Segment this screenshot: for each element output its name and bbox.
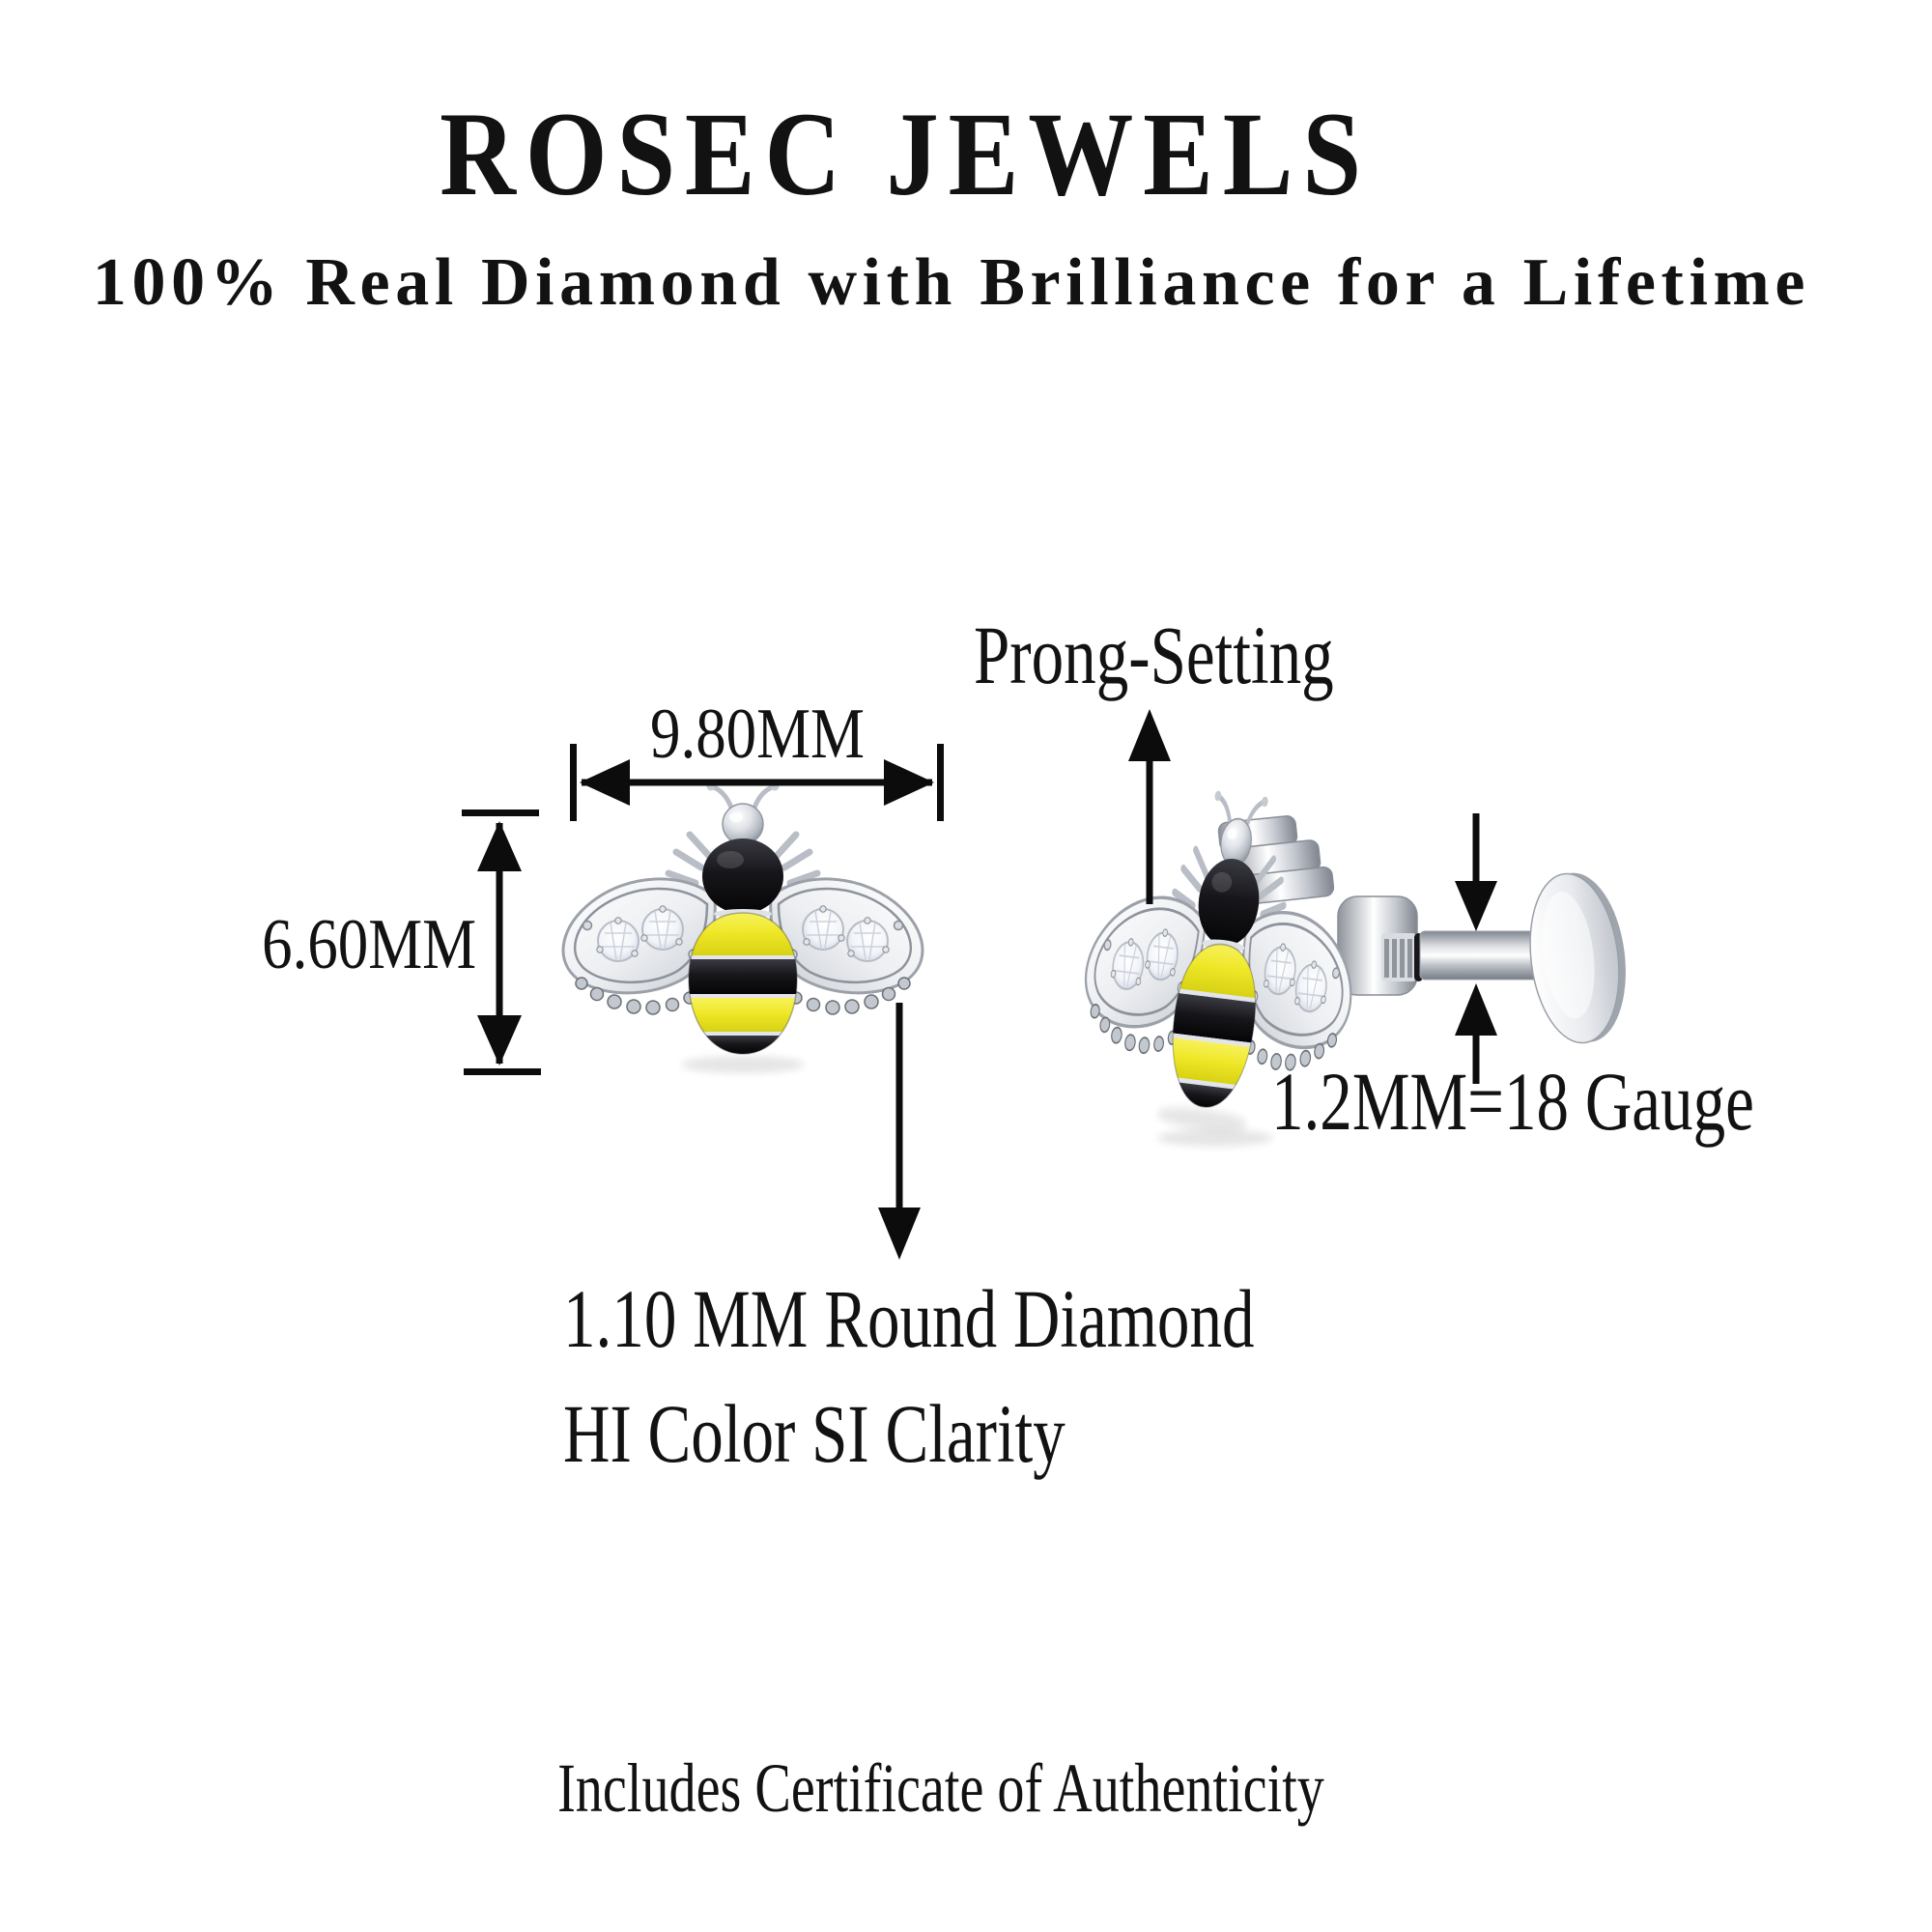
screw-threads bbox=[1384, 939, 1412, 978]
tagline: 100% Real Diamond with Brilliance for a … bbox=[92, 245, 1811, 320]
gauge-label: 1.2MM=18 Gauge bbox=[1271, 1055, 1754, 1148]
gauge-arrows bbox=[1455, 813, 1497, 1084]
diamond-callout-arrow bbox=[878, 1003, 921, 1260]
diamond-callout-label: 1.10 MM Round Diamond HI Color SI Clarit… bbox=[563, 1262, 1255, 1491]
brand-title: ROSEC JEWELS bbox=[440, 88, 1371, 220]
width-dimension-label: 9.80MM bbox=[650, 695, 865, 774]
certificate-note: Includes Certificate of Authenticity bbox=[557, 1749, 1324, 1827]
height-dimension-label: 6.60MM bbox=[262, 905, 476, 984]
post-shaft bbox=[1419, 930, 1543, 980]
diamond-quality-line: HI Color SI Clarity bbox=[563, 1386, 1065, 1480]
prong-setting-label: Prong-Setting bbox=[974, 609, 1334, 701]
prong-setting-arrow bbox=[1128, 709, 1171, 904]
height-dimension-arrow bbox=[462, 810, 541, 1075]
width-dimension-arrow bbox=[570, 744, 944, 821]
labret-post-illustration bbox=[1157, 815, 1626, 1147]
diamond-spec-line: 1.10 MM Round Diamond bbox=[563, 1272, 1255, 1365]
bee-front-illustration bbox=[563, 782, 923, 1074]
disc-back bbox=[1529, 872, 1626, 1044]
